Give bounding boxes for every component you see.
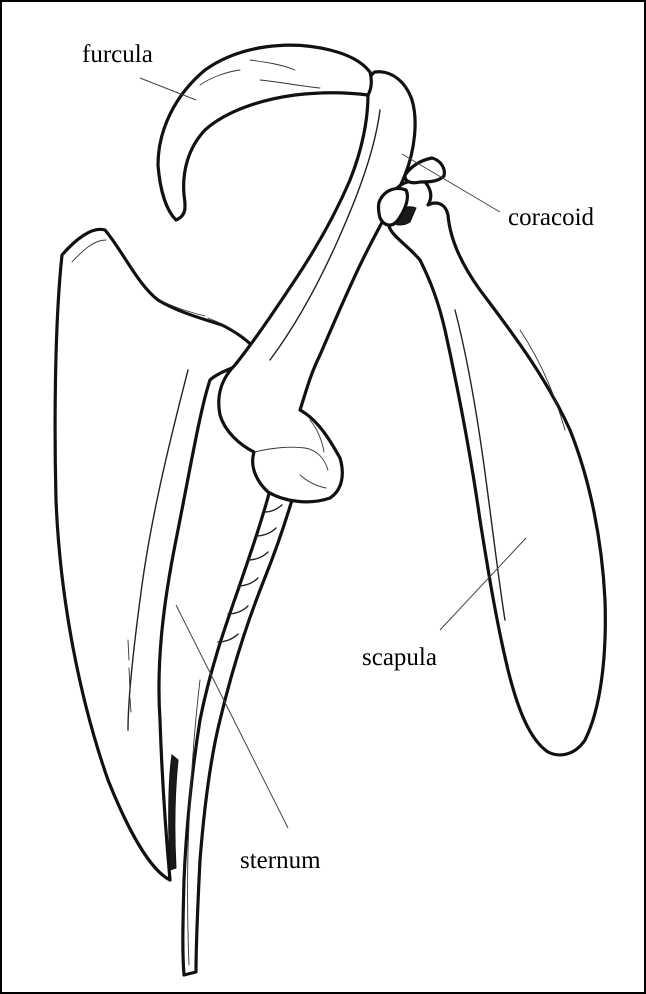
coracoid-label: coracoid bbox=[508, 205, 594, 230]
sternum-label: sternum bbox=[240, 848, 321, 873]
furcula-label: furcula bbox=[82, 42, 153, 67]
scapula-label: scapula bbox=[362, 645, 437, 670]
